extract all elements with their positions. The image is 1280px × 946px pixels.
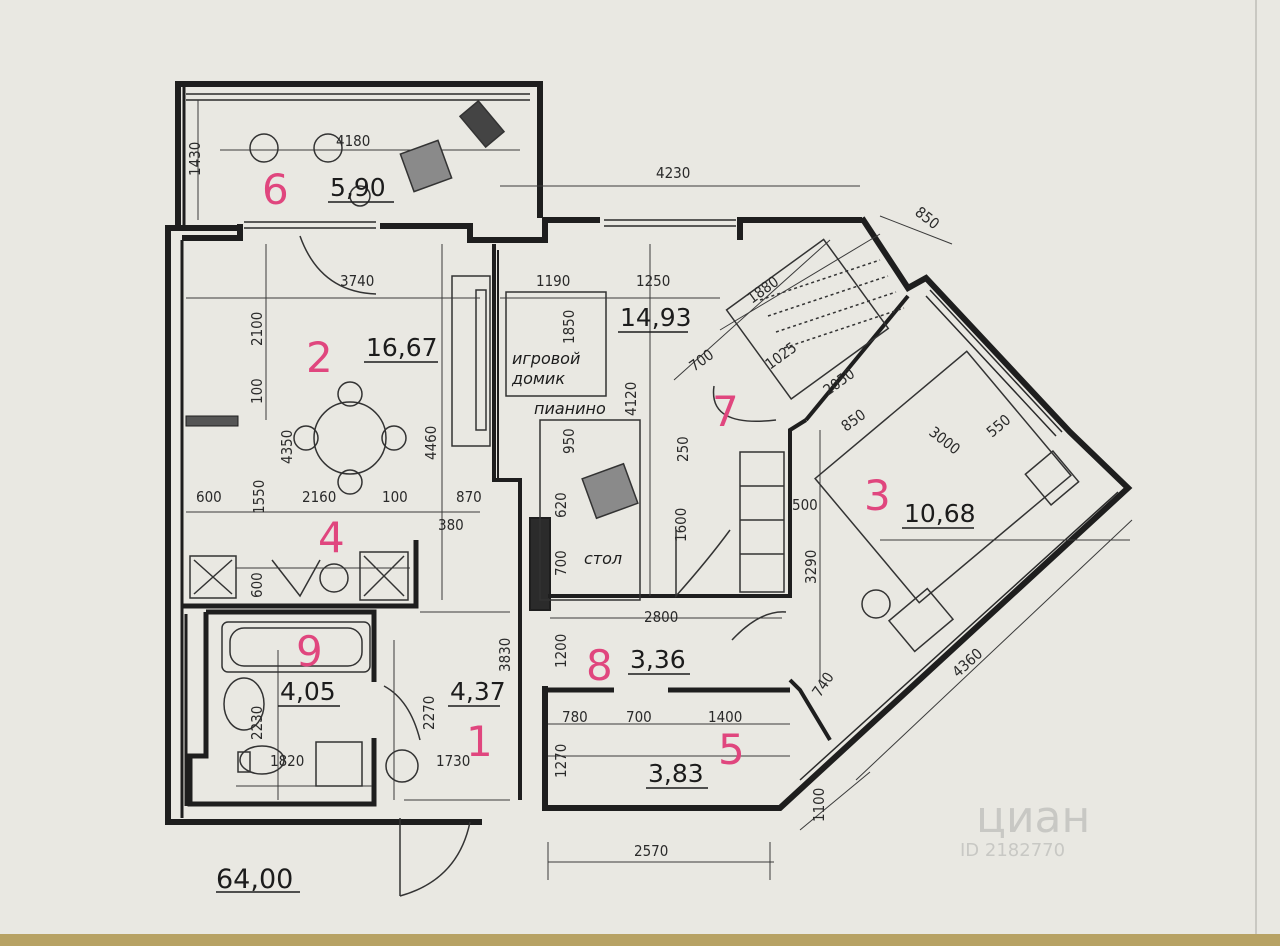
dimension-label-17: 4120 [622,382,640,416]
dimension-label-31: 700 [552,550,570,576]
dimension-label-43: 1400 [708,708,742,726]
dimension-label-9: 1850 [560,310,578,344]
dimension-label-29: 1600 [672,508,690,542]
dimension-label-4: 3740 [340,272,374,290]
room-9-number: 9 [296,627,323,676]
dimension-label-2: 4230 [656,164,690,182]
dimension-label-30: 500 [792,496,818,514]
dimension-label-44: 1820 [270,752,304,770]
total-area: 64,00 [216,864,293,895]
dimension-label-45: 1730 [436,752,470,770]
playhouse-label-line1: игровой [512,349,580,368]
dimension-label-24: 2160 [302,488,336,506]
dimension-label-41: 780 [562,708,588,726]
dimension-label-33: 600 [248,572,266,598]
table-edge [0,934,1280,946]
dimension-label-36: 1200 [552,634,570,668]
dimension-label-22: 1550 [250,480,268,514]
dimension-label-16: 950 [560,428,578,454]
room-3-number: 3 [864,471,891,520]
room-5-number: 5 [718,725,745,774]
dimension-label-48: 2570 [634,842,668,860]
dining-table [313,401,387,475]
dimension-label-5: 1190 [536,272,570,290]
piano-label: пианино [534,399,606,418]
room-8-area: 3,36 [630,645,686,674]
room-7-number: 7 [712,387,739,436]
dimension-label-34: 2800 [644,608,678,626]
dimension-label-1: 1430 [186,142,204,176]
room-6-area: 5,90 [330,173,386,202]
dimension-label-27: 380 [438,516,464,534]
dimension-label-39: 2270 [420,696,438,730]
playhouse-label-line2: домик [511,369,565,388]
walls [165,81,1133,825]
room-8-number: 8 [586,641,613,690]
watermark-id: ID 2182770 [960,840,1065,861]
furniture [189,99,1080,897]
room-9-area: 4,05 [280,677,336,706]
dimension-label-28: 620 [552,492,570,518]
room-5-area: 3,83 [648,759,704,788]
dimension-label-35: 3830 [496,638,514,672]
dimension-label-0: 4180 [336,132,370,150]
room-1-number: 1 [466,717,493,766]
dimension-label-42: 700 [626,708,652,726]
dimension-label-46: 1270 [552,744,570,778]
dimension-label-15: 4460 [422,426,440,460]
dimension-label-26: 870 [456,488,482,506]
room-1-area: 4,37 [450,677,506,706]
dimension-label-14: 4350 [278,430,296,464]
room-6-number: 6 [262,165,289,214]
room-3-area: 10,68 [904,499,976,528]
room-4-number: 4 [318,513,345,562]
dimension-label-47: 1100 [810,788,828,822]
area-underlines [216,201,974,893]
watermark-brand: циан [976,792,1090,843]
dimension-lines [186,100,1133,880]
room-2-area: 16,67 [366,333,438,362]
room-14-area: 14,93 [620,303,692,332]
dimension-label-38: 2230 [248,706,266,740]
dimension-label-25: 100 [382,488,408,506]
table-label: стол [584,549,622,568]
dimension-label-13: 100 [248,378,266,404]
dimension-label-23: 600 [196,488,222,506]
dimension-label-6: 1250 [636,272,670,290]
dimension-label-21: 250 [674,436,692,462]
room-2-number: 2 [306,333,333,382]
dimension-label-8: 2100 [248,312,266,346]
dimension-label-32: 3290 [802,550,820,584]
